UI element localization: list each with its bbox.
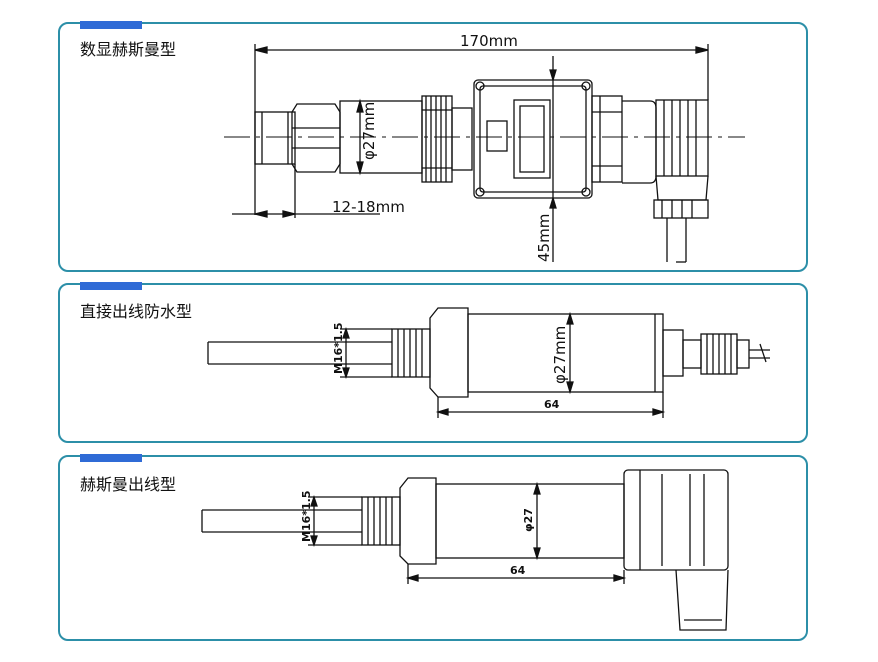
- dim-diameter-label: φ27mm: [360, 102, 378, 160]
- dim-length-label: 64: [544, 398, 560, 411]
- panel-tab: [80, 282, 142, 290]
- drawing-direct-outlet: [207, 307, 770, 418]
- panel-title: 直接出线防水型: [80, 302, 193, 321]
- panel-digital-display-hirschmann: [58, 22, 808, 272]
- panel-tab: [80, 454, 142, 462]
- panel-tab: [80, 21, 142, 29]
- dim-length-label: 64: [510, 564, 526, 577]
- dim-height-label: 45mm: [535, 214, 553, 262]
- dim-thread-label: M16*1.5: [332, 323, 345, 375]
- dim-diameter-label: φ27: [522, 508, 535, 532]
- drawing-hirschmann-outlet: [201, 469, 729, 631]
- panel-title: 数显赫斯曼型: [80, 40, 177, 59]
- dim-thread-label: 12-18mm: [332, 198, 405, 216]
- panel-hirschmann-outlet: [58, 455, 808, 641]
- drawing-digital-display: [224, 44, 745, 263]
- panel-title: 赫斯曼出线型: [80, 475, 177, 494]
- dim-length-label: 170mm: [460, 32, 518, 50]
- dim-thread-label: M16*1.5: [300, 491, 313, 543]
- dim-diameter-label: φ27mm: [551, 326, 569, 384]
